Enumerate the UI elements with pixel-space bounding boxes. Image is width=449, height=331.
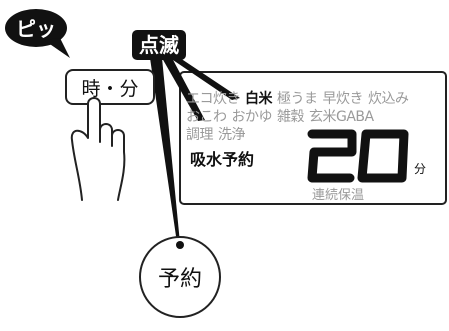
lcd-menu-item: 調理 [186,127,214,143]
lcd-menu-item: 白米 [245,91,273,107]
lcd-menu-item: 玄米GABA [309,109,374,125]
lcd-menu-item: 極うま [277,91,318,107]
lcd-menu-item: エコ炊き [186,91,241,107]
beep-bubble: ピッ [5,9,70,58]
lcd-menu-item: おかゆ [231,109,273,125]
reserve-button-shape [139,236,221,318]
beep-label: ピッ [16,17,56,41]
lcd-menu-row-3: 調理洗浄 [186,124,250,144]
lcd-menu-item: 洗浄 [218,127,246,143]
blink-pointers [150,58,240,243]
lcd-menu-item: 炊込み [368,91,409,107]
lcd-menu-row-1: エコ炊き白米極うま早炊き炊込み [186,88,414,108]
reserve-label: 予約 [157,267,202,292]
time-min-button[interactable]: 時・分 [66,70,154,104]
lcd-menu-item: おこわ [186,109,227,125]
lcd-soak-reserve: 吸水予約 [190,150,255,169]
lcd-menu-item: 雑穀 [277,109,305,125]
blink-label: 点滅 [139,33,179,57]
reserve-button[interactable]: 予約 [140,253,220,301]
time-min-label: 時・分 [81,77,139,100]
lcd-digits [307,129,409,183]
time-min-button-shape [65,69,155,105]
lcd-menu-row-2: おこわおかゆ雑穀玄米GABA [186,106,379,126]
lcd-keep-warm: 連続保温 [312,188,365,203]
hand-icon [70,97,126,201]
lcd-unit: 分 [414,162,427,176]
lcd-menu-item: 早炊き [322,91,364,107]
blink-tag: 点滅 [132,30,186,60]
